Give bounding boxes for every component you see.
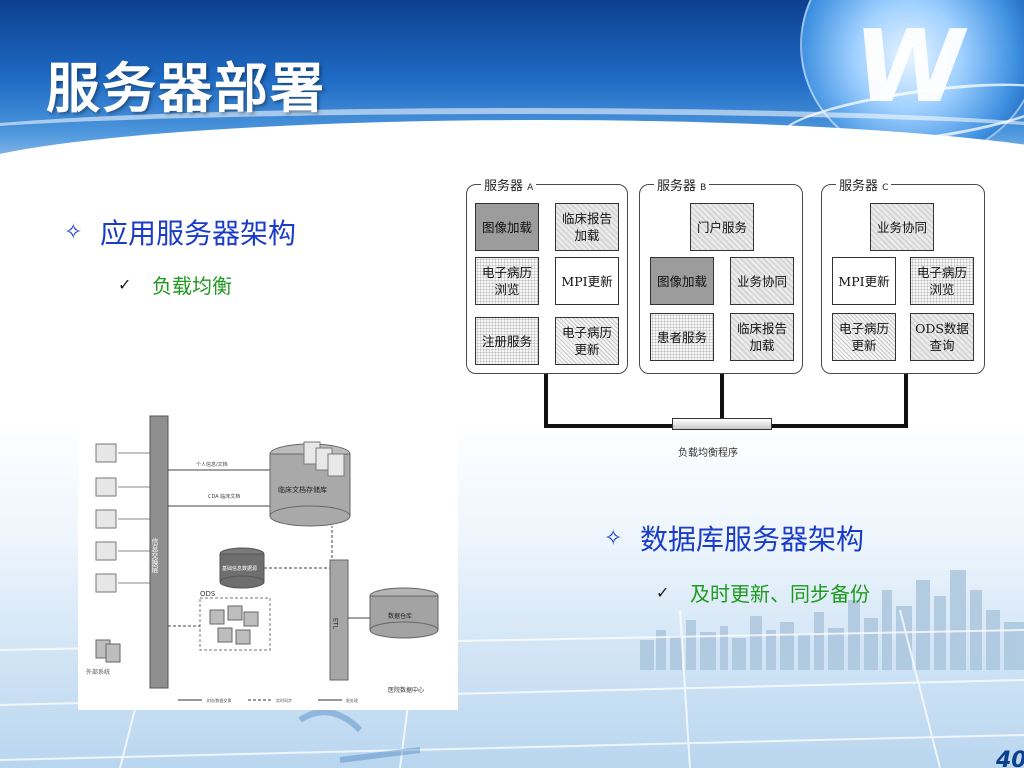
ods-source-label: 基础信息数据源 — [222, 565, 257, 572]
center-label: 医院数据中心 — [388, 686, 424, 694]
server-label: 服务器 B — [654, 175, 710, 194]
module-box: 患者服务 — [650, 313, 714, 361]
load-balancer-bar — [672, 418, 772, 430]
module-box: 电子病历浏览 — [475, 257, 539, 305]
bullet-text: 数据库服务器架构 — [640, 523, 865, 556]
svg-text:个人信息/文档: 个人信息/文档 — [196, 461, 228, 468]
data-center-figure: 外部系统 信息交换层 个人信息/文档 CDA 临床文档 临床文档存储库 基础信息… — [86, 415, 439, 703]
module-box: 门户服务 — [690, 203, 754, 251]
svg-text:CDA 临床文档: CDA 临床文档 — [208, 493, 240, 500]
diamond-bullet-icon: ✧ — [64, 219, 83, 245]
sub-bullet-text: 及时更新、同步备份 — [690, 582, 870, 606]
module-box: 电子病历浏览 — [910, 257, 974, 305]
module-box: MPI更新 — [832, 257, 896, 305]
check-icon: ✓ — [656, 583, 670, 602]
svg-text:批处理: 批处理 — [346, 697, 358, 703]
connector-line — [544, 424, 674, 428]
sub-bullet-text: 负载均衡 — [152, 274, 232, 298]
sub-bullet-sync-backup: ✓ 及时更新、同步备份 — [656, 578, 870, 607]
module-box: 电子病历更新 — [832, 313, 896, 361]
data-center-diagram: 外部系统 信息交换层 个人信息/文档 CDA 临床文档 临床文档存储库 基础信息… — [78, 408, 458, 710]
city-skyline — [640, 570, 1024, 670]
module-box: 电子病历更新 — [555, 317, 619, 365]
svg-text:实时同步: 实时同步 — [276, 697, 292, 703]
server-label: 服务器 C — [836, 175, 892, 194]
bullet-text: 应用服务器架构 — [100, 217, 297, 250]
header-sheen — [0, 108, 1024, 168]
page-title: 服务器部署 — [46, 57, 326, 120]
page-number: 40 — [996, 748, 1024, 768]
server-c-panel: 服务器 C 业务协同 MPI更新 电子病历浏览 电子病历更新 ODS数据查询 — [821, 175, 985, 374]
server-label: 服务器 A — [481, 175, 537, 194]
connector-line — [544, 374, 548, 428]
ods-label: ODS — [200, 590, 216, 598]
module-box: 临床报告加载 — [730, 313, 794, 361]
connector-line — [904, 374, 908, 428]
module-box: 临床报告加载 — [555, 203, 619, 251]
connector-line — [720, 374, 724, 420]
header-band: W — [0, 0, 1024, 175]
module-box: 注册服务 — [475, 317, 539, 365]
etl-label: ETL — [332, 618, 339, 629]
server-a-panel: 服务器 A 图像加载 临床报告加载 电子病历浏览 MPI更新 注册服务 电子病历… — [466, 175, 628, 374]
external-label: 外部系统 — [86, 668, 110, 676]
module-box: 业务协同 — [730, 257, 794, 305]
check-icon: ✓ — [118, 275, 132, 294]
module-box: 图像加载 — [475, 203, 539, 251]
repository-label: 临床文档存储库 — [278, 485, 327, 494]
bullet-db-server: ✧ 数据库服务器架构 — [604, 518, 864, 558]
sub-bullet-load-balance: ✓ 负载均衡 — [118, 270, 232, 299]
bullet-app-server: ✧ 应用服务器架构 — [64, 212, 296, 252]
module-box: 图像加载 — [650, 257, 714, 305]
bus-label: 信息交换层 — [151, 537, 159, 574]
svg-text:文档/数据交换: 文档/数据交换 — [206, 697, 231, 703]
diamond-bullet-icon: ✧ — [604, 525, 623, 551]
module-box: 业务协同 — [870, 203, 934, 251]
warehouse-label: 数据仓库 — [388, 612, 412, 620]
server-deployment-diagram: 服务器 A 图像加载 临床报告加载 电子病历浏览 MPI更新 注册服务 电子病历… — [462, 172, 994, 462]
module-box: MPI更新 — [555, 257, 619, 305]
connector-line — [770, 424, 908, 428]
server-b-panel: 服务器 B 门户服务 图像加载 业务协同 患者服务 临床报告加载 — [639, 175, 803, 374]
load-balancer-label: 负载均衡程序 — [678, 448, 738, 459]
module-box: ODS数据查询 — [910, 313, 974, 361]
